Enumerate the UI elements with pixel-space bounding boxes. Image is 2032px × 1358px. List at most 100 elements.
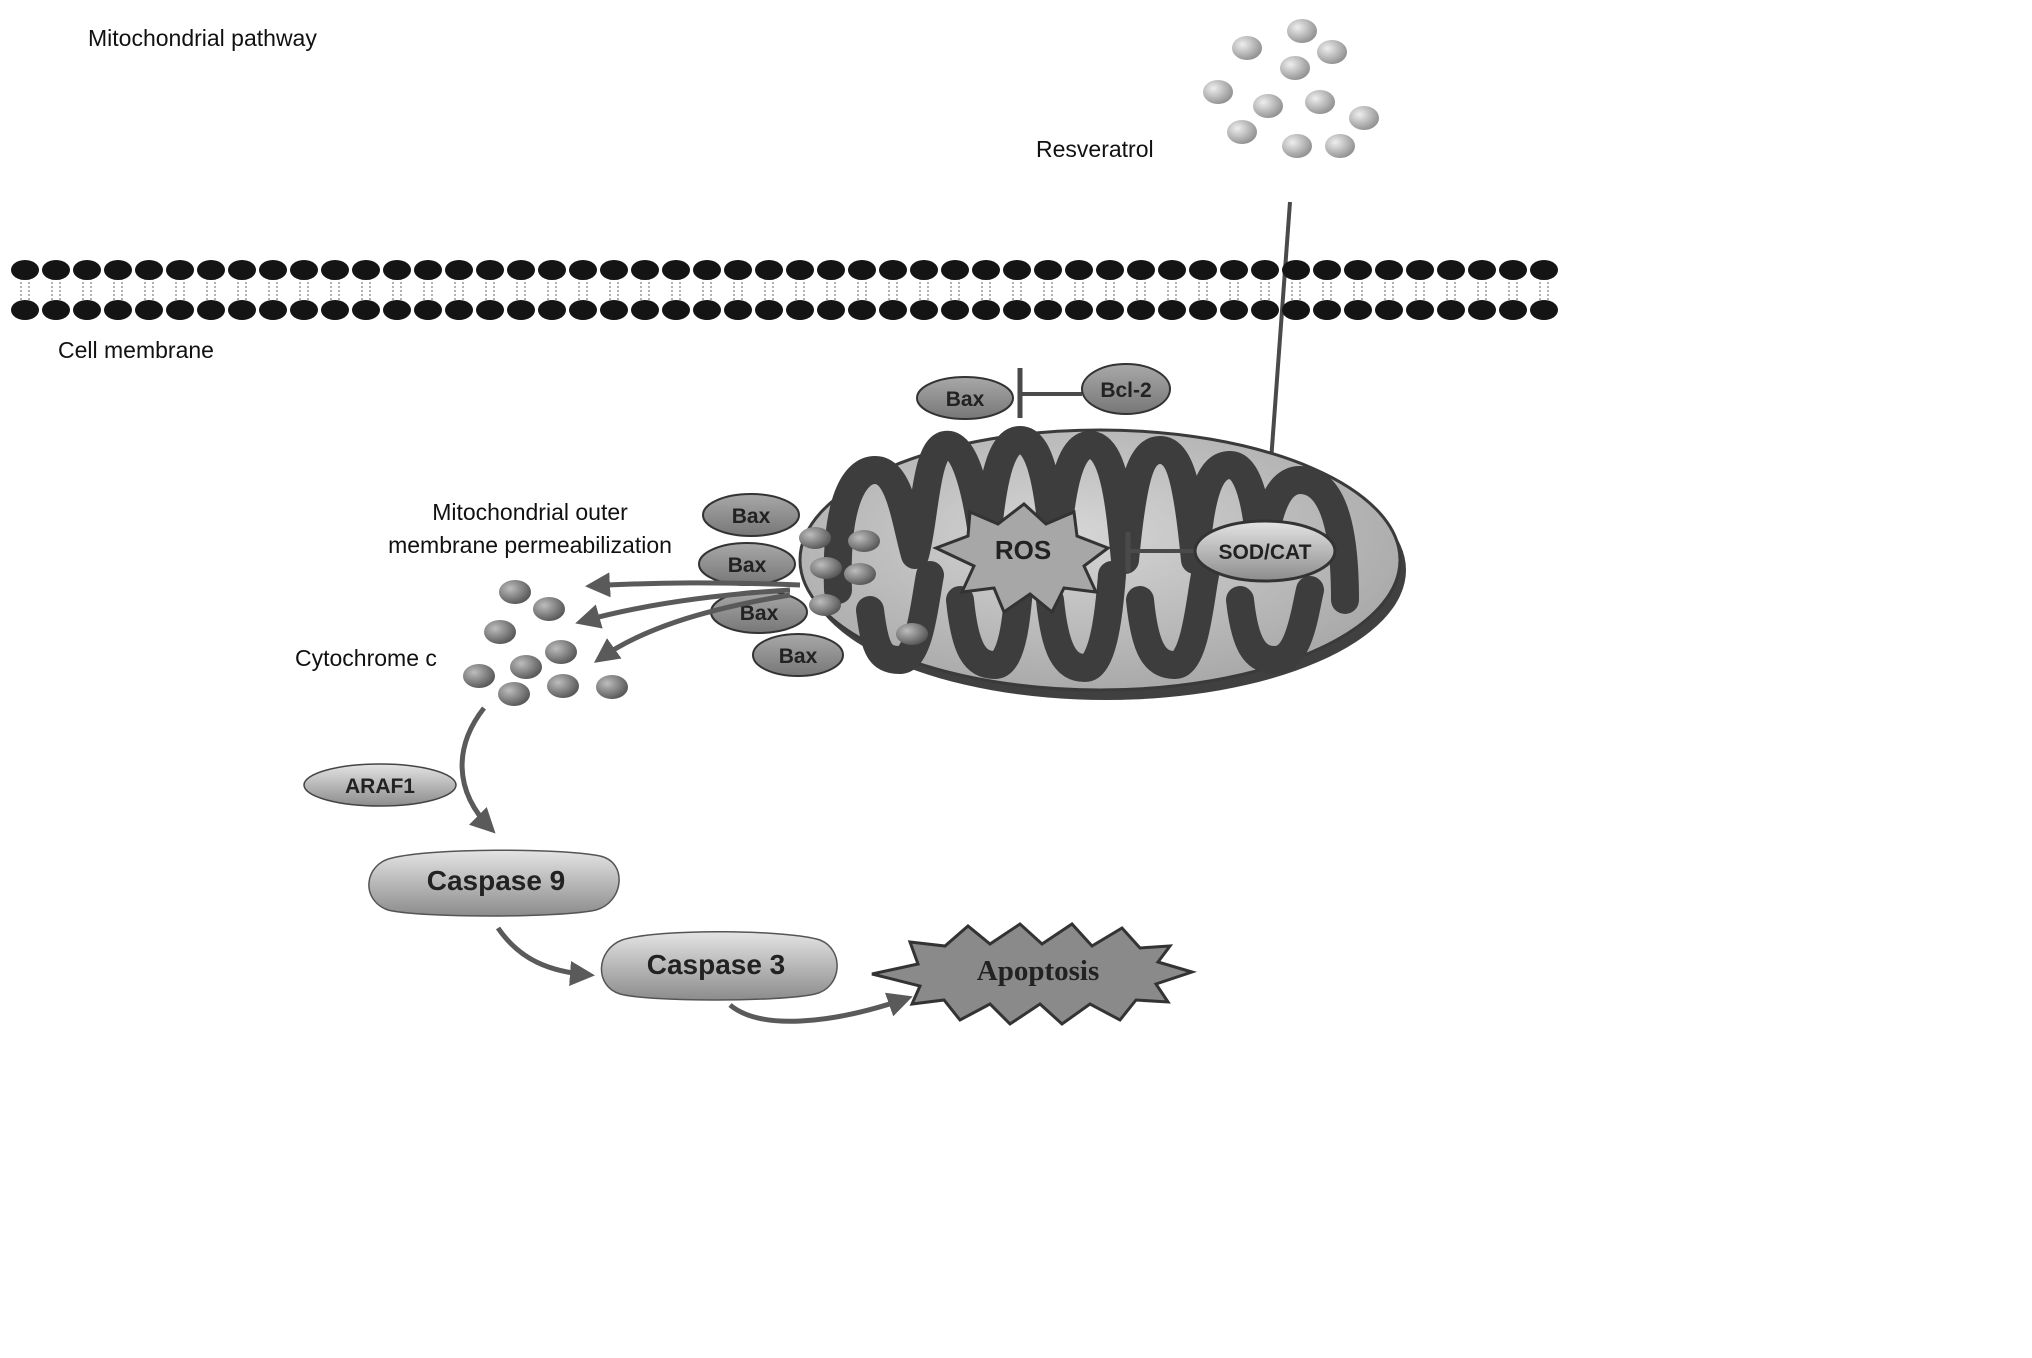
lipid-head-outer	[42, 260, 70, 280]
cytochrome-c-label: Cytochrome c	[295, 645, 437, 671]
bax-label-3: Bax	[740, 602, 779, 625]
bax-label-2: Bax	[728, 554, 767, 577]
lipid-head-outer	[600, 260, 628, 280]
caspase9-to-caspase3-arrow	[495, 926, 595, 986]
lipid-head-inner	[910, 300, 938, 320]
cytochrome-c-cluster	[463, 580, 628, 706]
lipid-head-outer	[1034, 260, 1062, 280]
cell-membrane-label: Cell membrane	[58, 337, 214, 363]
lipid-head-inner	[1437, 300, 1465, 320]
lipid-head-outer	[1065, 260, 1093, 280]
lipid-head-inner	[1375, 300, 1403, 320]
lipid-head-outer	[1189, 260, 1217, 280]
lipid-head-outer	[1437, 260, 1465, 280]
bax-node-4	[752, 633, 844, 677]
lipid-head-outer	[1220, 260, 1248, 280]
lipid-head-outer	[817, 260, 845, 280]
lipid-head-inner	[476, 300, 504, 320]
lipid-head-outer	[631, 260, 659, 280]
lipid-head-inner	[1096, 300, 1124, 320]
lipid-head-inner	[1406, 300, 1434, 320]
caspase9-label: Caspase 9	[427, 865, 566, 896]
diagram-title: Mitochondrial pathway	[88, 25, 317, 51]
caspase9-node	[368, 849, 620, 917]
momp-label-line2: membrane permeabilization	[388, 532, 672, 558]
lipid-head-inner	[73, 300, 101, 320]
ros-starburst	[932, 502, 1112, 615]
bax-node-top	[916, 376, 1014, 420]
lipid-head-outer	[879, 260, 907, 280]
bax-label-top: Bax	[946, 388, 985, 411]
lipid-head-outer	[1313, 260, 1341, 280]
sod-cat-node	[1193, 519, 1337, 583]
cell-membrane-bilayer	[11, 260, 1558, 320]
lipid-head-inner	[166, 300, 194, 320]
lipid-head-outer	[786, 260, 814, 280]
diagram-canvas: Mitochondrial pathway Resveratrol Cell m…	[11, 19, 1558, 1026]
lipid-head-inner	[42, 300, 70, 320]
lipid-head-outer	[1003, 260, 1031, 280]
lipid-head-inner	[662, 300, 690, 320]
lipid-head-inner	[817, 300, 845, 320]
lipid-head-inner	[1251, 300, 1279, 320]
lipid-head-inner	[290, 300, 318, 320]
lipid-head-outer	[755, 260, 783, 280]
lipid-head-outer	[352, 260, 380, 280]
lipid-head-outer	[104, 260, 132, 280]
lipid-head-inner	[1034, 300, 1062, 320]
lipid-head-inner	[321, 300, 349, 320]
lipid-head-outer	[538, 260, 566, 280]
lipid-head-inner	[1220, 300, 1248, 320]
lipid-head-inner	[1065, 300, 1093, 320]
lipid-head-outer	[383, 260, 411, 280]
ros-label: ROS	[995, 535, 1051, 565]
lipid-head-inner	[1313, 300, 1341, 320]
bax-label-1: Bax	[732, 505, 771, 528]
lipid-head-inner	[941, 300, 969, 320]
araf1-node	[303, 763, 457, 807]
lipid-head-inner	[879, 300, 907, 320]
lipid-head-outer	[228, 260, 256, 280]
lipid-head-inner	[135, 300, 163, 320]
lipid-head-outer	[135, 260, 163, 280]
lipid-head-inner	[11, 300, 39, 320]
lipid-head-outer	[11, 260, 39, 280]
lipid-head-inner	[631, 300, 659, 320]
lipid-head-outer	[1375, 260, 1403, 280]
lipid-head-inner	[693, 300, 721, 320]
lipid-head-outer	[910, 260, 938, 280]
lipid-head-inner	[507, 300, 535, 320]
lipid-head-outer	[1158, 260, 1186, 280]
lipid-head-outer	[321, 260, 349, 280]
lipid-head-outer	[1282, 260, 1310, 280]
lipid-head-outer	[259, 260, 287, 280]
lipid-head-outer	[1406, 260, 1434, 280]
lipid-head-outer	[197, 260, 225, 280]
lipid-head-inner	[383, 300, 411, 320]
caspase3-node	[600, 930, 838, 1001]
apoptosis-starburst	[871, 922, 1198, 1026]
resveratrol-label: Resveratrol	[1036, 136, 1154, 162]
lipid-head-inner	[786, 300, 814, 320]
araf1-label: ARAF1	[345, 775, 415, 798]
sod-cat-label: SOD/CAT	[1219, 541, 1312, 564]
lipid-head-inner	[1003, 300, 1031, 320]
resveratrol-molecules	[1203, 19, 1379, 158]
lipid-head-inner	[1344, 300, 1372, 320]
lipid-head-inner	[848, 300, 876, 320]
momp-label-line1: Mitochondrial outer	[432, 499, 628, 525]
lipid-head-outer	[414, 260, 442, 280]
lipid-head-inner	[1499, 300, 1527, 320]
lipid-head-outer	[1499, 260, 1527, 280]
lipid-head-inner	[197, 300, 225, 320]
lipid-head-outer	[476, 260, 504, 280]
mitochondrion	[798, 426, 1406, 700]
lipid-head-outer	[166, 260, 194, 280]
caspase3-to-apoptosis-arrow	[728, 992, 913, 1024]
lipid-head-outer	[73, 260, 101, 280]
lipid-head-inner	[1158, 300, 1186, 320]
lipid-head-inner	[600, 300, 628, 320]
lipid-head-inner	[352, 300, 380, 320]
lipid-head-inner	[1282, 300, 1310, 320]
lipid-head-outer	[1530, 260, 1558, 280]
